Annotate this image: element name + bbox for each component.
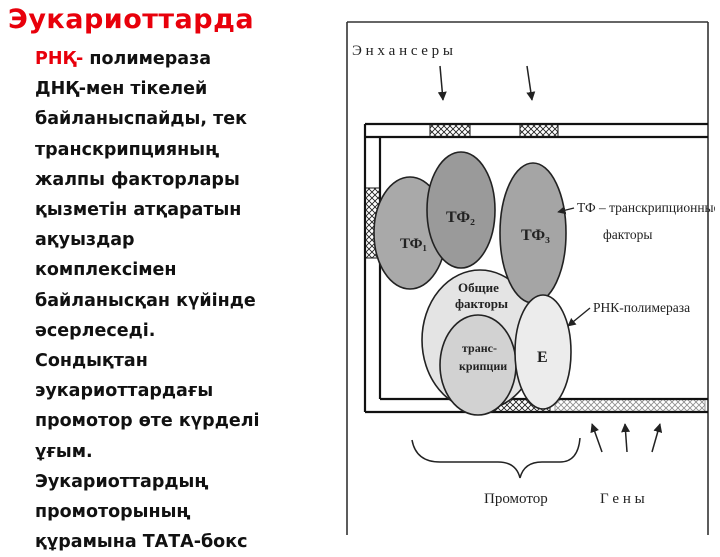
paragraph-line-0: РНҚ- полимераза [35,44,350,74]
promoter-brace [411,437,581,479]
promoter-diagram: Э н х а н с е р ы ТФ₁ ТФ₂ ТФ₃ Общие факт… [346,21,715,535]
tf1-label: ТФ₁ [400,236,427,252]
paragraph-line-0-rest: полимераза [83,49,212,69]
transcription-label-2: крипции [459,359,507,373]
enhancer-box-2 [519,123,559,138]
tf-legend-line-2: факторы [603,227,652,242]
tf-legend-line-1: ТФ – транскрипционные [577,200,715,215]
gene-arrows [590,423,663,453]
transcription-label-1: транс- [462,341,497,355]
tf3-label: ТФ₃ [521,227,550,244]
protein-complex [373,151,572,416]
genes-label: Г е н ы [600,491,645,507]
paragraph-line: ақуыздар [35,230,135,251]
diagram-frame [346,21,709,535]
tf2-shape [426,151,496,269]
rnap-e-shape [514,294,572,410]
paragraph-line: құрамына ТАТА-бокс [35,532,248,553]
paragraph-line: эукариоттардағы [35,381,214,402]
paragraph-line: ұғым. [35,441,93,462]
paragraph-line: Эукариоттардың [35,471,209,492]
e-label: Е [537,349,548,366]
paragraph-line: промоторының [35,502,191,523]
paragraph-line: Сондықтан [35,351,148,372]
paragraph-line: қызметін атқаратын [35,200,242,221]
rnap-label: РНК-полимераза [593,300,690,315]
gene-hatch [554,398,706,413]
rnap-highlight: РНҚ- [35,49,84,69]
paragraph-line: байланысқан күйінде [35,290,256,311]
slide-title: Эукариоттарда [8,4,255,35]
paragraph-line: промотор өте күрделі [35,411,260,432]
tf-legend-arrow [557,206,575,215]
promoter-label: Промотор [484,491,548,507]
rnap-arrow [567,307,591,327]
paragraph-line: әсерлеседі. [35,320,156,341]
tf2-label: ТФ₂ [446,209,475,226]
general-factors-label-2: факторы [455,296,508,311]
enhancer-arrows [437,65,536,101]
enhancers-label: Э н х а н с е р ы [352,43,453,59]
general-factors-label-1: Общие [458,280,499,295]
body-paragraph: РНҚ- полимераза ДНҚ-мен тікелей байланыс… [35,44,350,557]
enhancer-box-1 [429,123,471,138]
paragraph-line: транскрипцияның [35,139,220,160]
paragraph-line: жалпы факторлары [35,169,240,190]
paragraph-line: ДНҚ-мен тікелей [35,79,208,100]
paragraph-line: байланыспайды, тек [35,109,247,130]
paragraph-line: комплексімен [35,260,177,281]
